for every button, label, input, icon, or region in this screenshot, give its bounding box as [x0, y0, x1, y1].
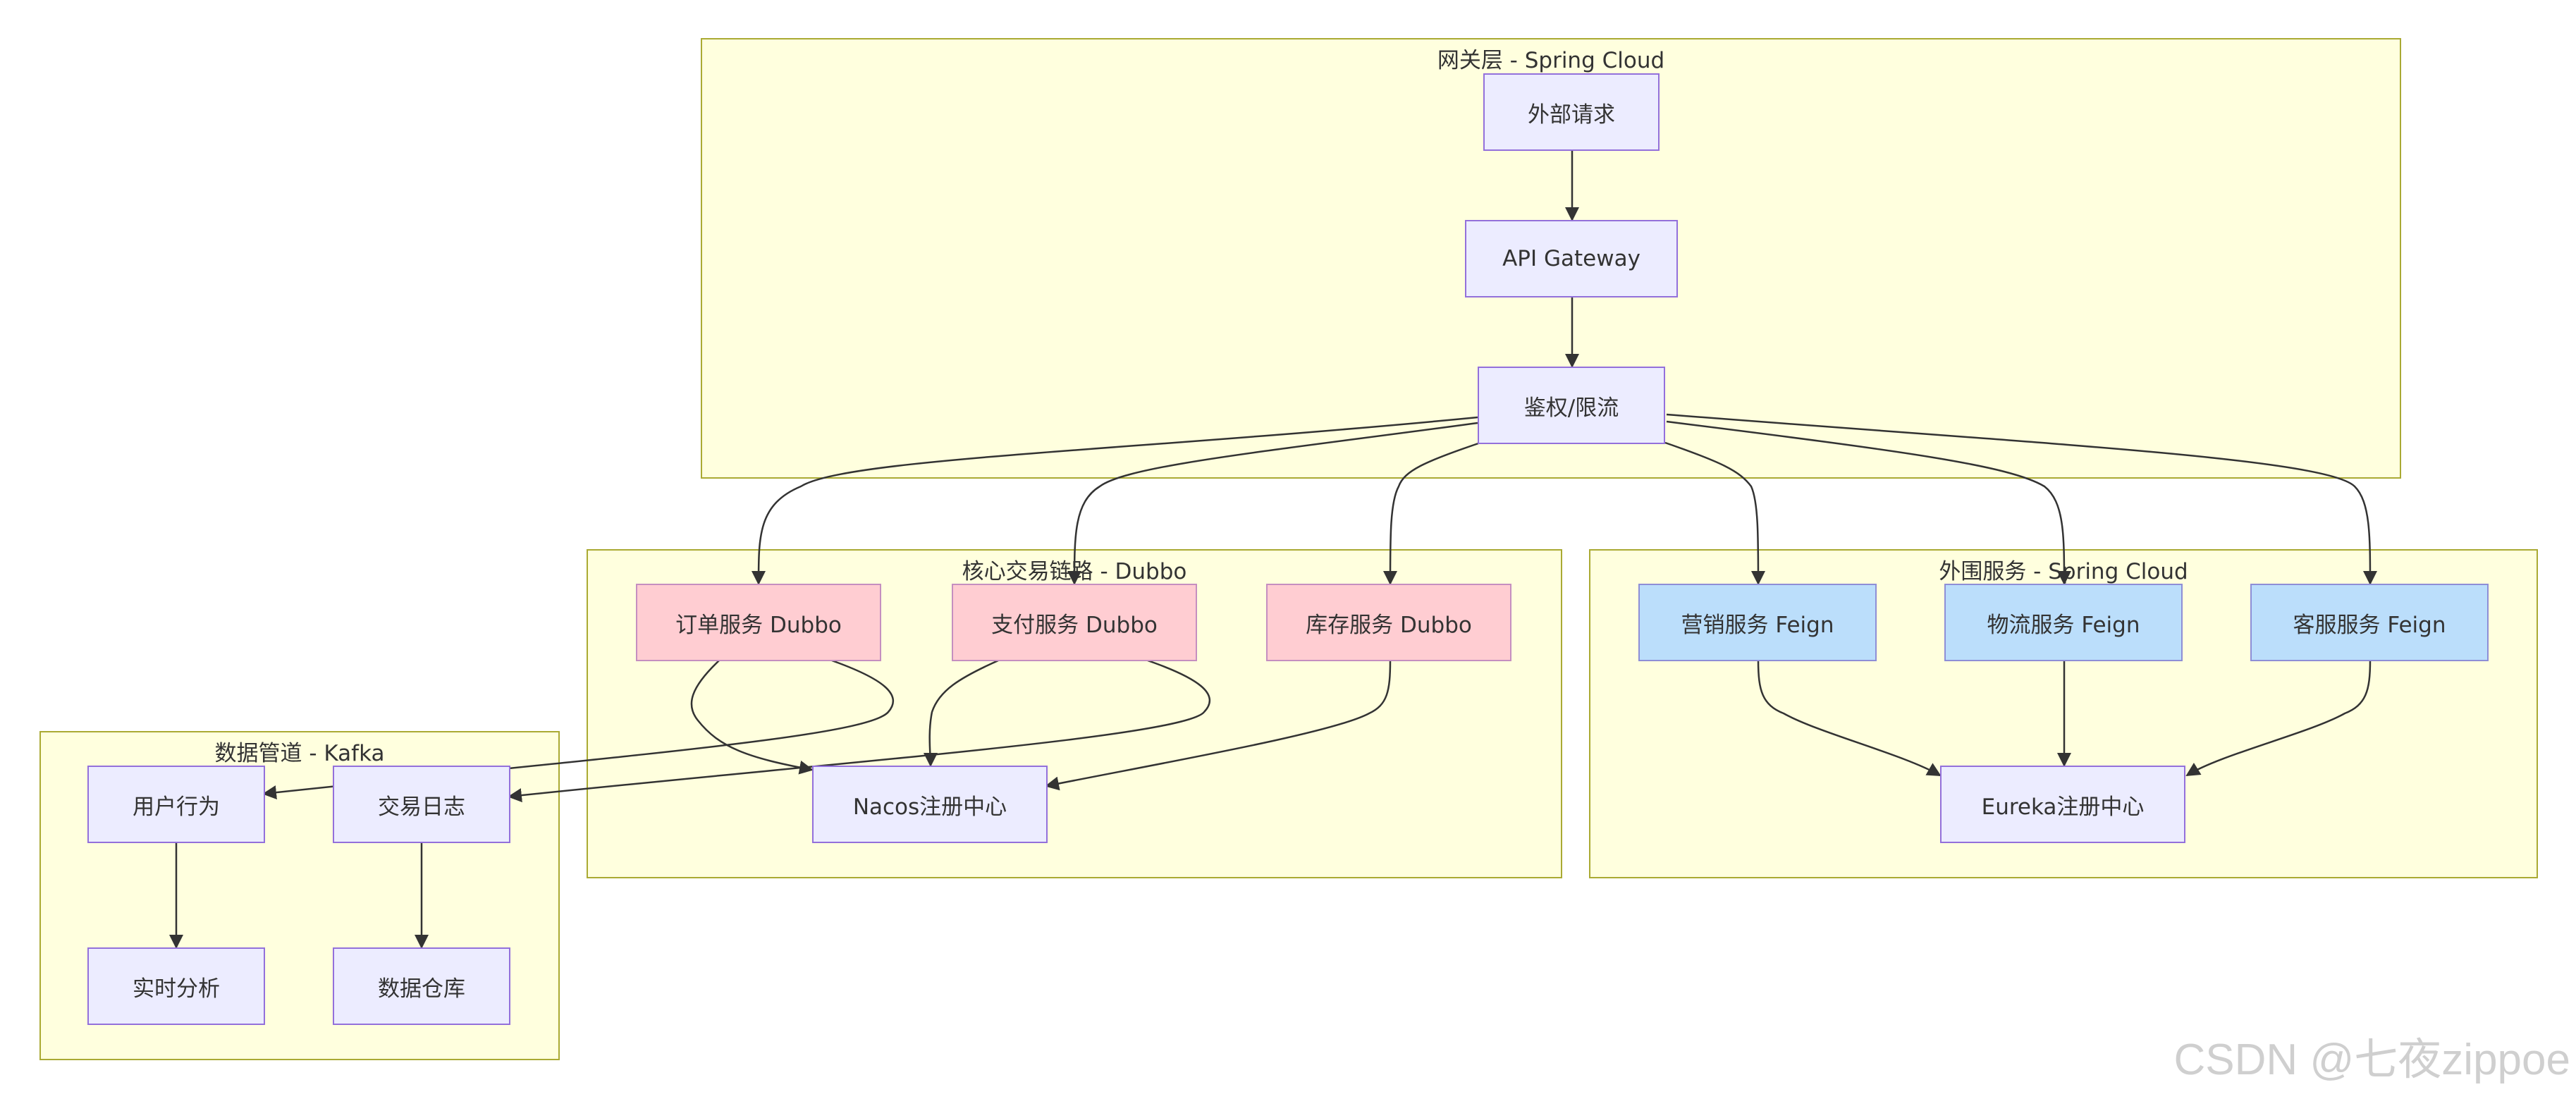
node-nacos-registry[interactable]: Nacos注册中心 [812, 766, 1048, 843]
edge-auth-payment [1067, 422, 1478, 585]
edge-auth-logistics [1666, 420, 2071, 585]
group-gateway-title: 网关层 - Spring Cloud [1437, 48, 1665, 73]
watermark: CSDN @七夜zippoe [2173, 1036, 2570, 1084]
node-data-warehouse[interactable]: 数据仓库 [333, 947, 510, 1025]
node-trade-log[interactable]: 交易日志 [333, 766, 510, 843]
edge-auth-marketing [1664, 441, 1765, 585]
edge-marketing-eureka [1757, 660, 1942, 777]
edge-order-nacos [690, 660, 814, 775]
node-support-service[interactable]: 客服服务 Feign [2250, 584, 2489, 661]
node-eureka-registry[interactable]: Eureka注册中心 [1940, 766, 2185, 843]
node-external-request[interactable]: 外部请求 [1483, 73, 1660, 151]
edge-auth-inventory [1383, 441, 1481, 585]
node-user-behavior[interactable]: 用户行为 [87, 766, 265, 843]
node-api-gateway[interactable]: API Gateway [1465, 220, 1678, 297]
node-logistics-service[interactable]: 物流服务 Feign [1944, 584, 2183, 661]
edge-inventory-nacos [1045, 660, 1392, 791]
edge-payment-tradelog [508, 659, 1211, 803]
node-marketing-service[interactable]: 营销服务 Feign [1638, 584, 1877, 661]
node-order-service[interactable]: 订单服务 Dubbo [636, 584, 881, 661]
node-realtime-analysis[interactable]: 实时分析 [87, 947, 265, 1025]
edge-support-eureka [2185, 660, 2372, 777]
node-auth-ratelimit[interactable]: 鉴权/限流 [1478, 367, 1665, 444]
node-inventory-service[interactable]: 库存服务 Dubbo [1266, 584, 1511, 661]
group-pipeline-title: 数据管道 - Kafka [214, 741, 385, 766]
node-payment-service[interactable]: 支付服务 Dubbo [952, 584, 1197, 661]
edge-payment-nacos [923, 659, 999, 767]
edge-auth-order [752, 416, 1478, 585]
edge-auth-support [1666, 413, 2377, 585]
